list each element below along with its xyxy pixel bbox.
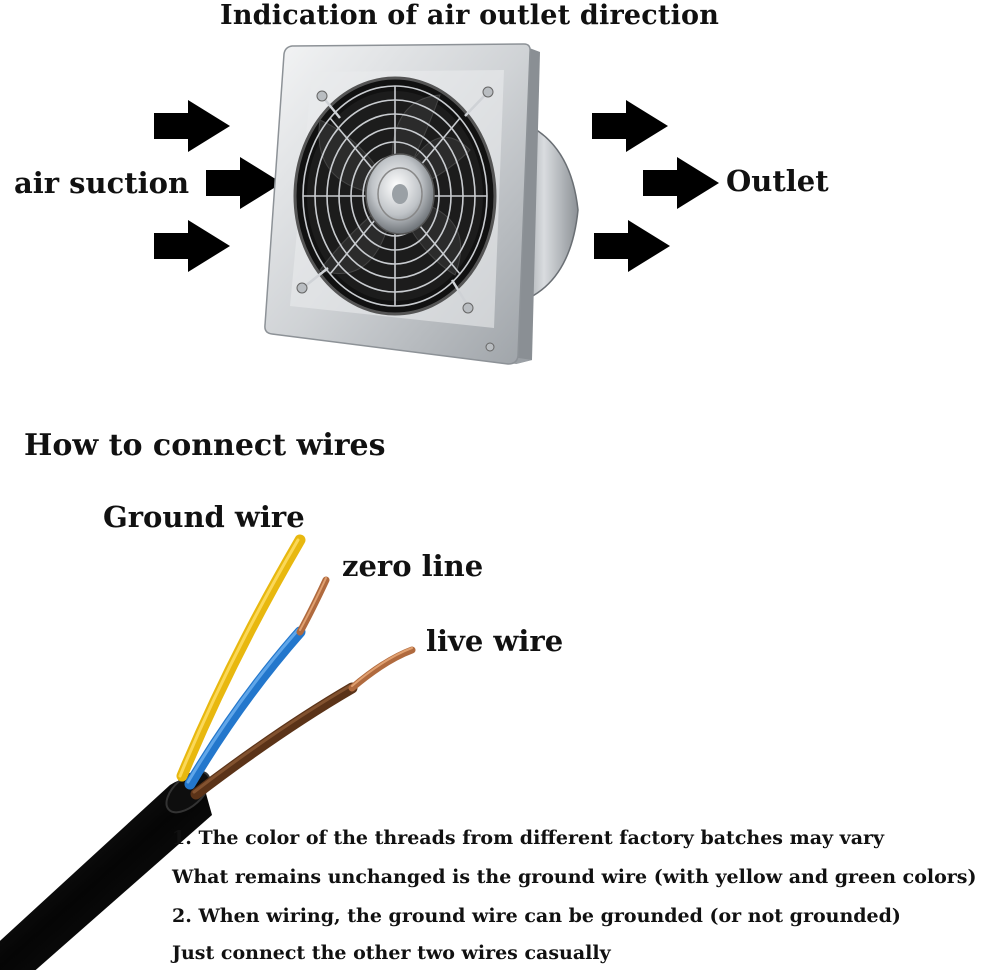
note-line-4: Just connect the other two wires casuall… — [172, 942, 611, 964]
suction-arrow-middle — [206, 157, 282, 209]
outlet-label: Outlet — [726, 164, 829, 198]
cable-jacket — [0, 779, 212, 970]
note-line-1: 1. The color of the threads from differe… — [172, 827, 885, 849]
ground-wire-label: Ground wire — [103, 500, 305, 534]
zero-line-label: zero line — [342, 549, 484, 583]
frame-screws — [296, 86, 495, 352]
exhaust-fan — [264, 43, 579, 365]
cable-end — [165, 770, 211, 814]
live-wire — [190, 682, 358, 800]
fan-section-title: Indication of air outlet direction — [220, 0, 720, 31]
suction-arrow-bottom — [154, 220, 230, 272]
outlet-arrows — [592, 100, 719, 272]
live-wire-copper — [348, 646, 416, 692]
zero-wire — [184, 626, 306, 790]
outlet-arrow-bottom — [594, 220, 670, 272]
air-suction-label: air suction — [14, 166, 190, 200]
note-line-2: What remains unchanged is the ground wir… — [172, 866, 977, 888]
outlet-arrow-middle — [643, 157, 719, 209]
suction-arrows — [154, 100, 282, 272]
suction-arrow-top — [154, 100, 230, 152]
wiring-section-title: How to connect wires — [24, 428, 386, 463]
outlet-arrow-top — [592, 100, 668, 152]
live-wire-label: live wire — [426, 624, 564, 658]
note-line-3: 2. When wiring, the ground wire can be g… — [172, 905, 901, 927]
power-cable — [0, 534, 416, 970]
ground-wire — [176, 534, 306, 782]
